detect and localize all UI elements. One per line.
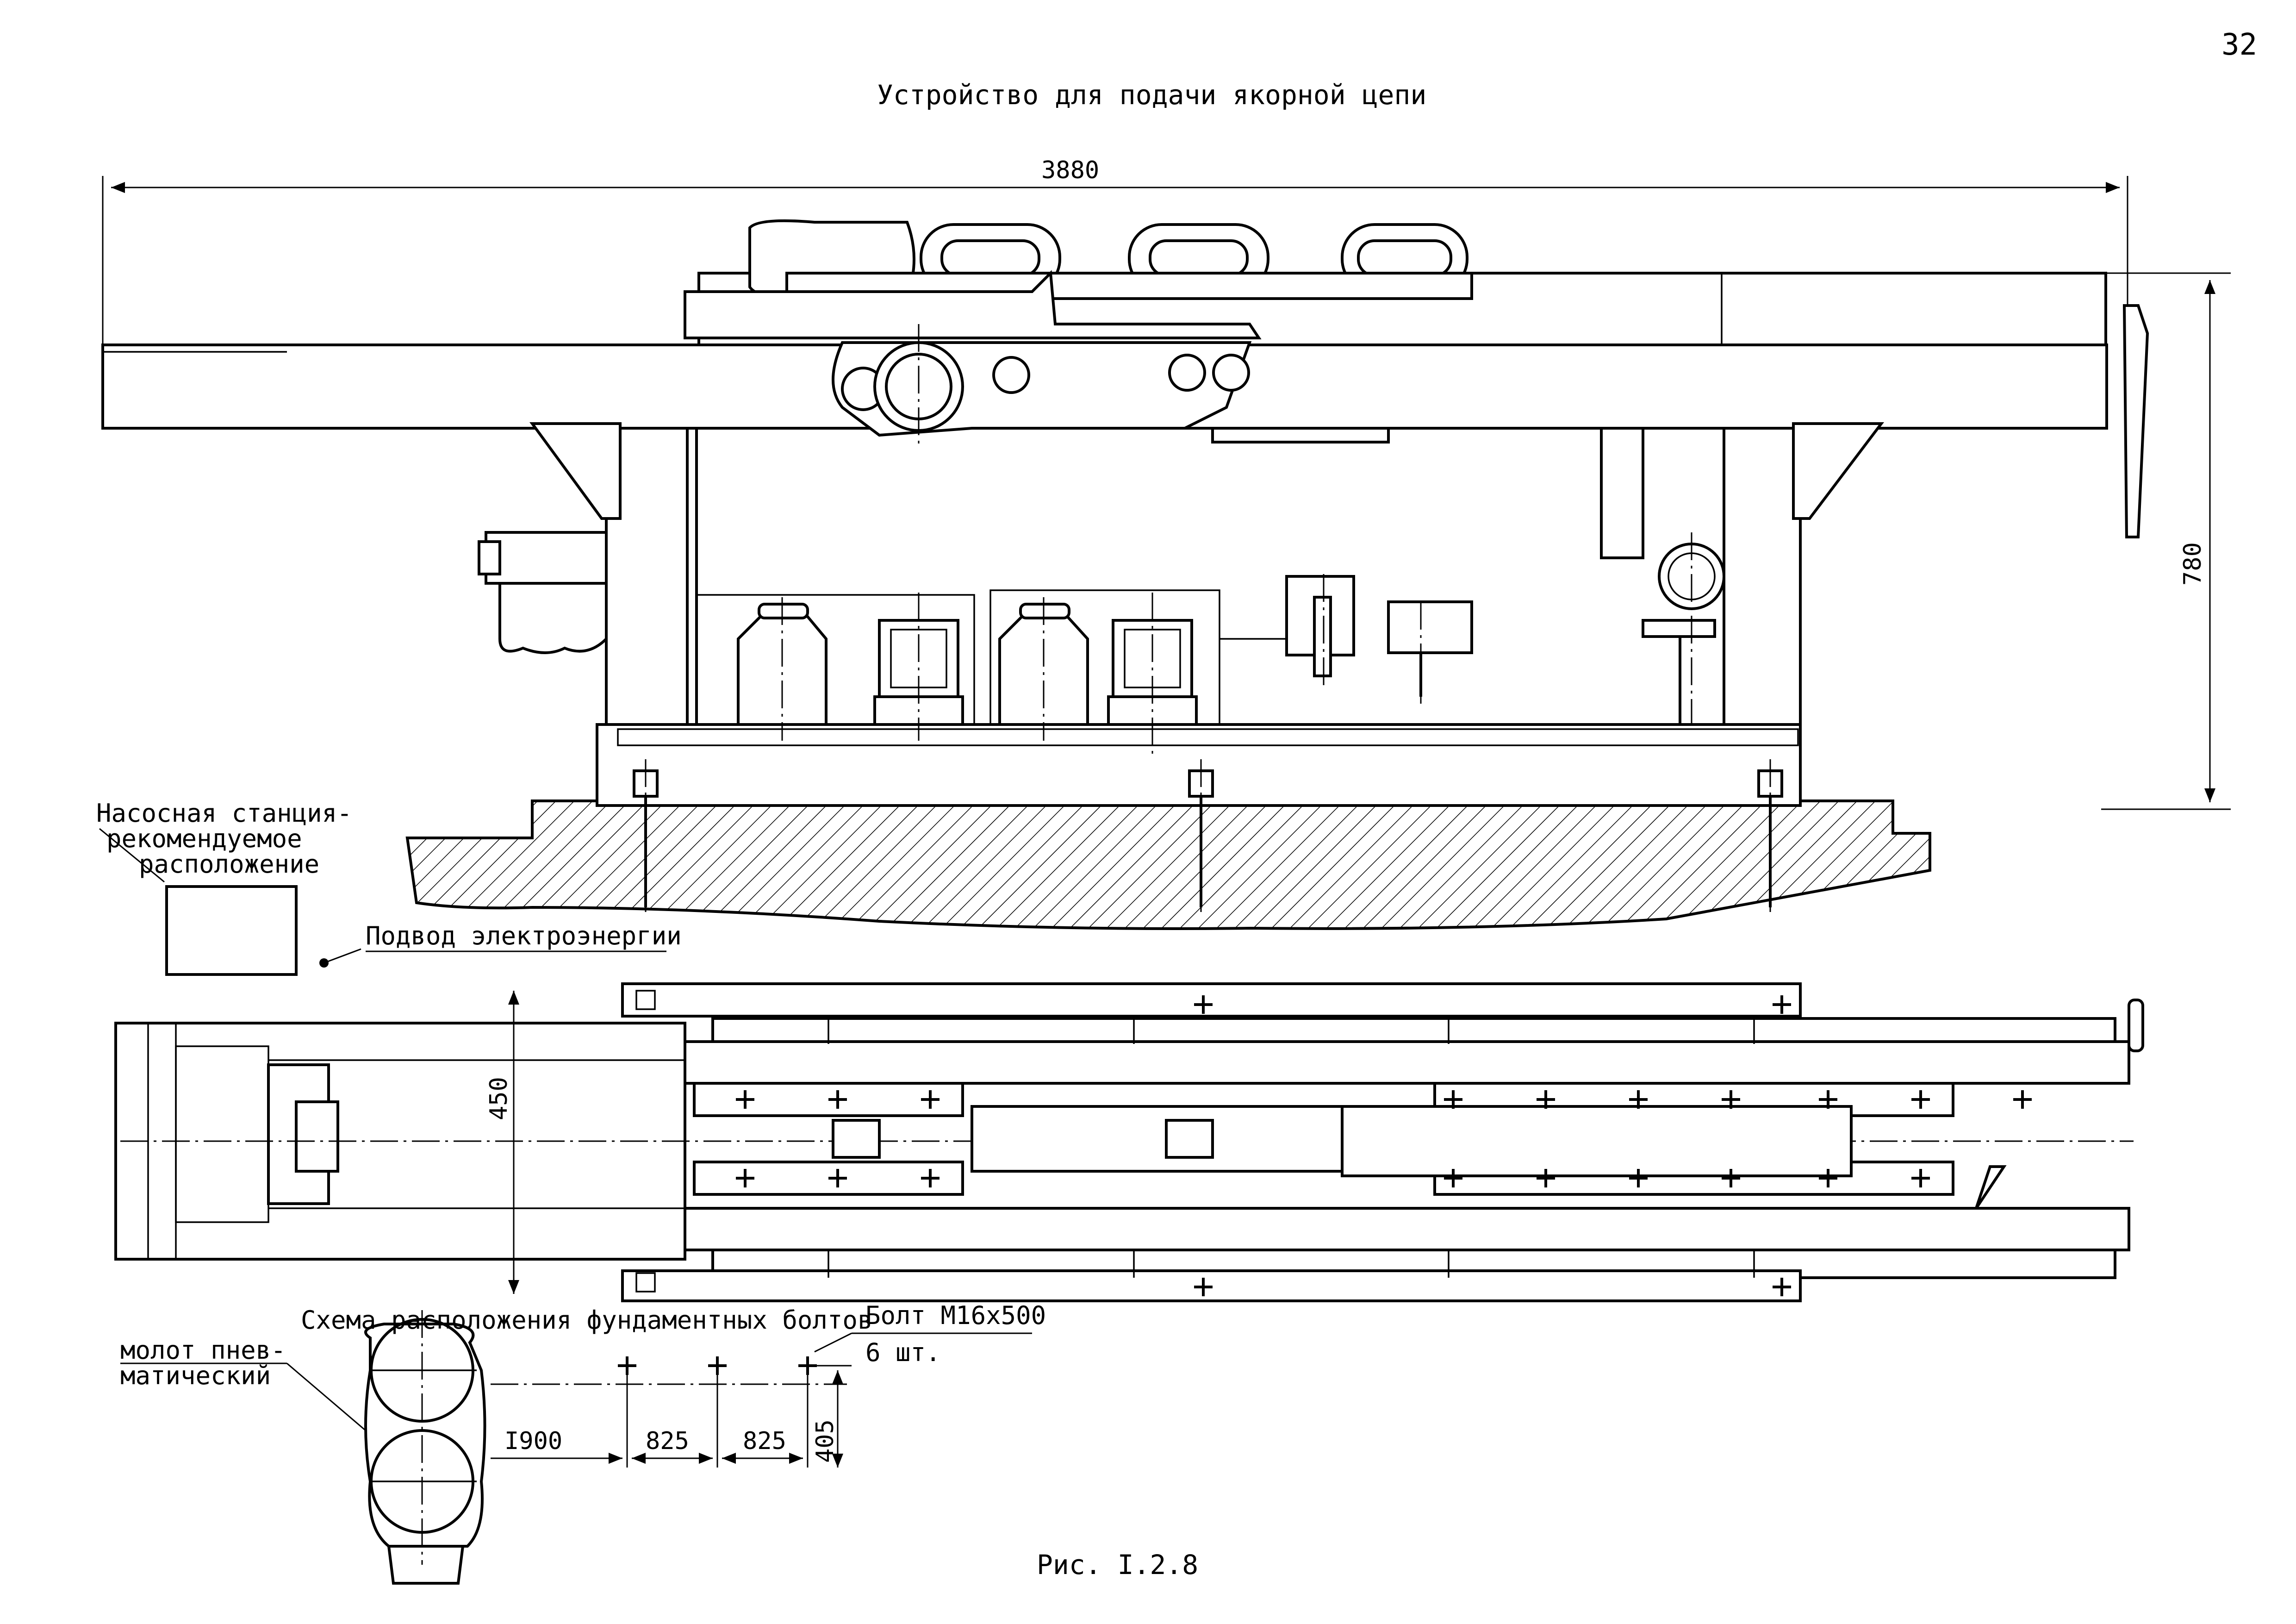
drawing-title: Устройство для подачи якорной цепи bbox=[877, 79, 1426, 111]
limit-switch-2 bbox=[1387, 600, 1473, 704]
page-number: 32 bbox=[2221, 28, 2257, 62]
pump-station-note: Насосная станция- рекомендуемое располож… bbox=[96, 799, 682, 976]
bolt-count-label: 6 шт. bbox=[865, 1338, 941, 1367]
pump-station-label-2: рекомендуемое bbox=[106, 824, 302, 853]
pneumatic-hammer bbox=[364, 1323, 486, 1548]
dim-width-label: 450 bbox=[485, 1077, 513, 1120]
pressure-gauge bbox=[1642, 532, 1725, 725]
hydraulic-motor-1 bbox=[737, 597, 828, 741]
pump-station-outline bbox=[165, 885, 298, 976]
valve-block-2 bbox=[1107, 593, 1198, 759]
bolt-dim-spacing-2: 825 bbox=[743, 1427, 786, 1455]
limit-switch-1 bbox=[1285, 574, 1355, 685]
concrete-foundation bbox=[405, 800, 1931, 930]
dim-height: 780 bbox=[2101, 272, 2231, 810]
mid-support-leg bbox=[686, 427, 698, 726]
pump-station-label-1: Насосная станция- bbox=[96, 799, 352, 828]
elevation-view bbox=[101, 219, 2149, 930]
power-supply-label: Подвод электроэнергии bbox=[366, 921, 682, 950]
bolt-spec-label: Болт М16х500 bbox=[865, 1301, 1046, 1330]
bolt-dim-spacing-1: 825 bbox=[646, 1427, 689, 1455]
chain-gripper bbox=[684, 270, 1390, 449]
right-support-leg bbox=[1723, 427, 1802, 726]
bolt-positions bbox=[618, 1356, 817, 1375]
bolt-scheme-title: Схема расположения фундаментных болтов bbox=[301, 1305, 872, 1335]
bolt-dim-depth: 405 bbox=[811, 1419, 839, 1463]
lever-handle bbox=[2122, 304, 2149, 538]
left-gusset bbox=[529, 422, 622, 520]
hammer-label-2: матический bbox=[120, 1361, 271, 1390]
plan-bolt-marks bbox=[736, 995, 2032, 1296]
plan-rail-top bbox=[621, 982, 1802, 1018]
dim-height-label: 780 bbox=[2179, 542, 2207, 586]
figure-caption: Рис. I.2.8 bbox=[1037, 1549, 1198, 1580]
pump-station-label-3: расположение bbox=[139, 849, 319, 879]
bolt-layout-scheme: Схема расположения фундаментных болтов Б… bbox=[120, 1301, 1046, 1585]
hammer-label-1: молот пнев- bbox=[120, 1336, 286, 1365]
hydraulic-motor-2 bbox=[998, 597, 1089, 741]
foundation-bolts-elevation bbox=[633, 759, 1783, 917]
plan-view: 450 bbox=[114, 982, 2144, 1302]
right-gusset bbox=[1792, 422, 1885, 520]
valve-block-1 bbox=[873, 593, 964, 741]
anchor-chain bbox=[748, 219, 1473, 300]
pump-station-unit bbox=[478, 531, 608, 654]
dim-overall-length: 3880 bbox=[102, 156, 2128, 345]
dim-overall-length-label: 3880 bbox=[1041, 156, 1099, 184]
bolt-dim-offset: I900 bbox=[504, 1427, 562, 1455]
